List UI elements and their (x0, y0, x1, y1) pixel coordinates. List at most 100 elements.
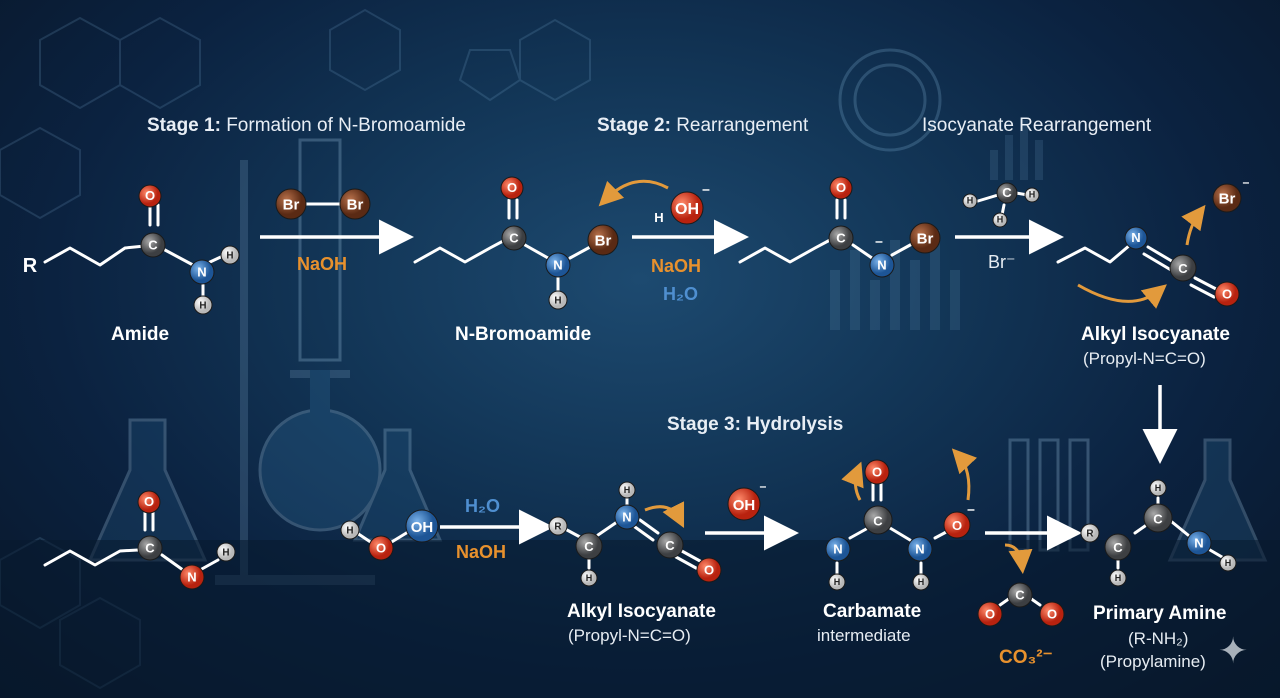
svg-text:H: H (199, 300, 206, 311)
svg-text:H: H (967, 196, 974, 206)
alkyl-isocyanate-bottom-label: Alkyl Isocyanate (567, 601, 716, 622)
co3-carbon-atom: C (1007, 582, 1033, 608)
carbamate-label: Carbamate (823, 601, 922, 622)
anion-carbon-atom: C (828, 225, 854, 251)
nbr-oxygen-atom: O (500, 176, 524, 200)
amide-r-label: R (23, 255, 38, 277)
svg-text:H: H (918, 577, 925, 587)
amide-h2-atom: H (193, 295, 213, 315)
svg-text:H: H (1225, 558, 1232, 568)
amine-h2-atom: H (1149, 479, 1167, 497)
hydroxide-h-label: H (654, 210, 663, 225)
svg-text:N: N (1131, 230, 1140, 245)
reagent-h2o-2: H₂O (663, 284, 698, 304)
svg-text:C: C (665, 538, 675, 553)
isoB-nitrogen-atom: N (614, 504, 640, 530)
stage-2-title: Stage 2: Rearrangement (597, 115, 809, 136)
svg-text:OH: OH (733, 497, 756, 514)
svg-text:O: O (836, 180, 846, 195)
amine-r-atom: R (1080, 523, 1100, 543)
svg-text:O: O (952, 518, 962, 533)
svg-text:O: O (1047, 607, 1057, 622)
svg-text:N: N (1194, 536, 1203, 551)
svg-text:H: H (834, 577, 841, 587)
frag-h1-atom: H (962, 193, 978, 209)
svg-text:O: O (1222, 287, 1232, 302)
svg-text:O: O (872, 465, 882, 480)
isoB-r-atom: R (548, 516, 568, 536)
amine-n-atom: N (1186, 530, 1212, 556)
amide2-hydrogen-atom: H (216, 542, 236, 562)
svg-text:O: O (145, 188, 155, 203)
hydroxide-ion (670, 191, 704, 225)
svg-text:N: N (833, 542, 842, 557)
isoB-carbon2-atom: C (656, 531, 684, 559)
n-bromoamide-label: N-Bromoamide (455, 324, 592, 345)
amide-label: Amide (111, 324, 170, 345)
reagent-h2o-3: H₂O (465, 496, 500, 516)
svg-text:C: C (1153, 511, 1163, 526)
svg-text:C: C (145, 541, 155, 556)
reaction-arrows (260, 219, 1178, 551)
svg-text:H: H (1115, 573, 1122, 583)
amine-h1-atom: H (1109, 569, 1127, 587)
svg-text:R: R (1086, 528, 1093, 539)
carb-carbon-atom: C (863, 505, 893, 535)
frag-h3-atom: H (992, 212, 1008, 228)
co3-byproduct: CO₃²⁻ (999, 647, 1053, 668)
svg-text:C: C (1113, 540, 1123, 555)
amine-c1-atom: C (1104, 533, 1132, 561)
water-oh-atom: OH (405, 509, 439, 543)
hydroxide-oh-label: OH (675, 201, 699, 218)
primary-amine-label: Primary Amine (1093, 603, 1227, 624)
amide-nitrogen-atom: N (189, 259, 215, 285)
anion-oxygen-atom: O (829, 176, 853, 200)
svg-text:H: H (1155, 483, 1162, 493)
iso-oxygen-atom: O (1214, 281, 1240, 307)
svg-text:C: C (148, 238, 158, 253)
anion-nitrogen-atom: N (869, 252, 895, 278)
svg-text:C: C (584, 539, 594, 554)
svg-text:H: H (226, 250, 233, 261)
nbr-bromine-atom: Br (587, 224, 619, 256)
svg-text:O: O (376, 541, 386, 556)
oh-minus-ion-atom: OH (727, 487, 761, 521)
svg-text:C: C (873, 513, 883, 528)
svg-text:C: C (1178, 261, 1188, 276)
water-oxygen-atom: O (368, 535, 394, 561)
br-minus-byproduct: Br⁻ (988, 252, 1016, 272)
carb-o-minus-atom: O (943, 511, 971, 539)
alkyl-isocyanate-top-label: Alkyl Isocyanate (1081, 324, 1230, 345)
amide-oxygen-atom: O (138, 184, 162, 208)
frag-h2-atom: H (1024, 187, 1040, 203)
oh-ion-charge: ⁻ (759, 481, 766, 497)
svg-text:Br: Br (283, 197, 300, 214)
nbr-nitrogen-atom: N (545, 252, 571, 278)
reagent-naoh-2: NaOH (651, 256, 702, 276)
anion-charge: ⁻ (875, 237, 883, 254)
svg-text:N: N (187, 570, 196, 585)
carb-n-right-atom: N (907, 536, 933, 562)
stage-1-title: Stage 1: Formation of N-Bromoamide (147, 115, 466, 136)
water-h-atom: H (340, 520, 360, 540)
carb-n-left-atom: N (825, 536, 851, 562)
svg-text:N: N (553, 258, 562, 273)
reagent-naoh-1: NaOH (297, 254, 348, 274)
isoB-oxygen-atom: O (696, 557, 722, 583)
svg-text:O: O (507, 180, 517, 195)
nbr-hydrogen-atom: H (548, 290, 568, 310)
bonds (43, 191, 1224, 607)
svg-text:C: C (509, 231, 519, 246)
svg-text:H: H (624, 485, 631, 495)
svg-text:H: H (222, 547, 229, 558)
isoB-carbon-atom: C (575, 532, 603, 560)
amine-c2-atom: C (1143, 503, 1173, 533)
svg-text:R: R (554, 521, 561, 532)
stage-3-title: Stage 3: Hydrolysis (667, 414, 844, 435)
background-target-circle (838, 48, 942, 152)
iso-nitrogen-atom: N (1124, 226, 1148, 250)
carb-oxygen-top-atom: O (864, 459, 890, 485)
svg-text:N: N (915, 542, 924, 557)
